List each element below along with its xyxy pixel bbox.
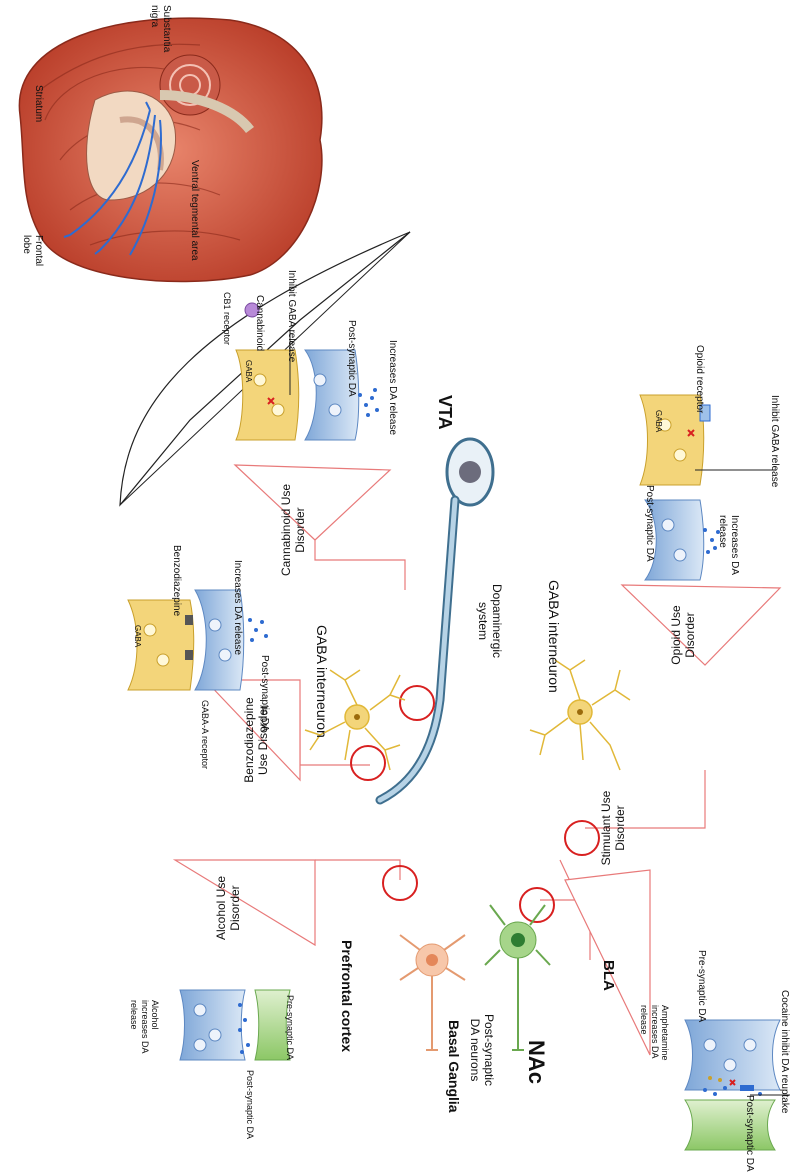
alcohol-increases-label: Alcohol increases DA release xyxy=(129,1000,160,1070)
gaba-interneuron-bottom-label: GABA interneuron xyxy=(546,580,562,693)
post-synaptic-label-4: Post-synaptic DA xyxy=(644,485,656,562)
cb1-receptor-label: CB1 receptor xyxy=(222,292,232,345)
increases-da-label-3: Increases DA release xyxy=(717,515,740,575)
inhibit-gaba-label-2: Inhibit GABA release xyxy=(769,395,781,487)
inhibit-gaba-label-1: Inhibit GABA release xyxy=(286,270,298,362)
post-synaptic-label-3: Post-synaptic DA xyxy=(245,1070,255,1139)
pre-synaptic-label-2: Pre-synaptic DA xyxy=(696,950,708,1022)
alcohol-panel xyxy=(180,990,290,1060)
benzodiazepine-label: Benzodiazepine xyxy=(171,545,183,616)
dopaminergic-system-label: Dopaminergic system xyxy=(475,575,503,667)
gaba-tag-3: GABA xyxy=(654,410,663,432)
post-synaptic-label-2: Post-synaptic DA xyxy=(259,655,271,732)
vta-label: VTA xyxy=(434,395,455,430)
nac-label: NAc xyxy=(524,1040,549,1084)
cocaine-label: Cocaine inhibit DA reuptake xyxy=(779,990,791,1113)
amphetamine-label: Amphetamine increases DA release xyxy=(639,1005,670,1075)
stimulant-panel xyxy=(685,1020,790,1150)
bla-label: BLA xyxy=(600,960,617,991)
opioid-disorder-label: Opioid Use Disorder xyxy=(670,595,698,675)
benzodiazepine-panel xyxy=(128,590,268,690)
post-synaptic-label-1: Post-synaptic DA xyxy=(346,320,358,397)
increases-da-label-1: Increases DA release xyxy=(387,340,399,435)
prefrontal-cortex-label: Prefrontal cortex xyxy=(339,940,355,1052)
gaba-tag-2: GABA xyxy=(133,625,142,647)
striatum-label: Striatum xyxy=(33,85,45,122)
pre-synaptic-label-1: Pre-synaptic DA xyxy=(285,995,295,1060)
cannabinoid-disorder-label: Cannabinoid Use Disorder xyxy=(280,475,308,585)
frontal-lobe-label: Frontal lobe xyxy=(21,235,44,275)
gaba-interneuron-top-label: GABA interneuron xyxy=(314,625,330,738)
post-synaptic-label-5: Post-synaptic DA xyxy=(744,1095,756,1172)
post-synaptic-neurons-label: Post-synaptic DA neurons xyxy=(467,1010,495,1090)
alcohol-disorder-label: Alcohol Use Disorder xyxy=(215,868,243,948)
vta-brain-label: Ventral tegmental area xyxy=(189,160,201,261)
substantia-nigra-label: Substantia nigra xyxy=(149,5,172,60)
opioid-receptor-label: Opioid receptor xyxy=(694,345,706,413)
stimulant-disorder-label: Stimulant Use Disorder xyxy=(600,778,628,878)
gaba-a-receptor-label: GABA-A receptor xyxy=(200,700,210,769)
gaba-tag-1: GABA xyxy=(244,360,253,382)
cannabinoid-label: Cannabinoid xyxy=(254,295,266,351)
synapse-circles xyxy=(351,686,599,922)
basal-ganglia-label: Basal Ganglia xyxy=(446,1020,462,1113)
increases-da-label-2: Increases DA release xyxy=(232,560,244,655)
